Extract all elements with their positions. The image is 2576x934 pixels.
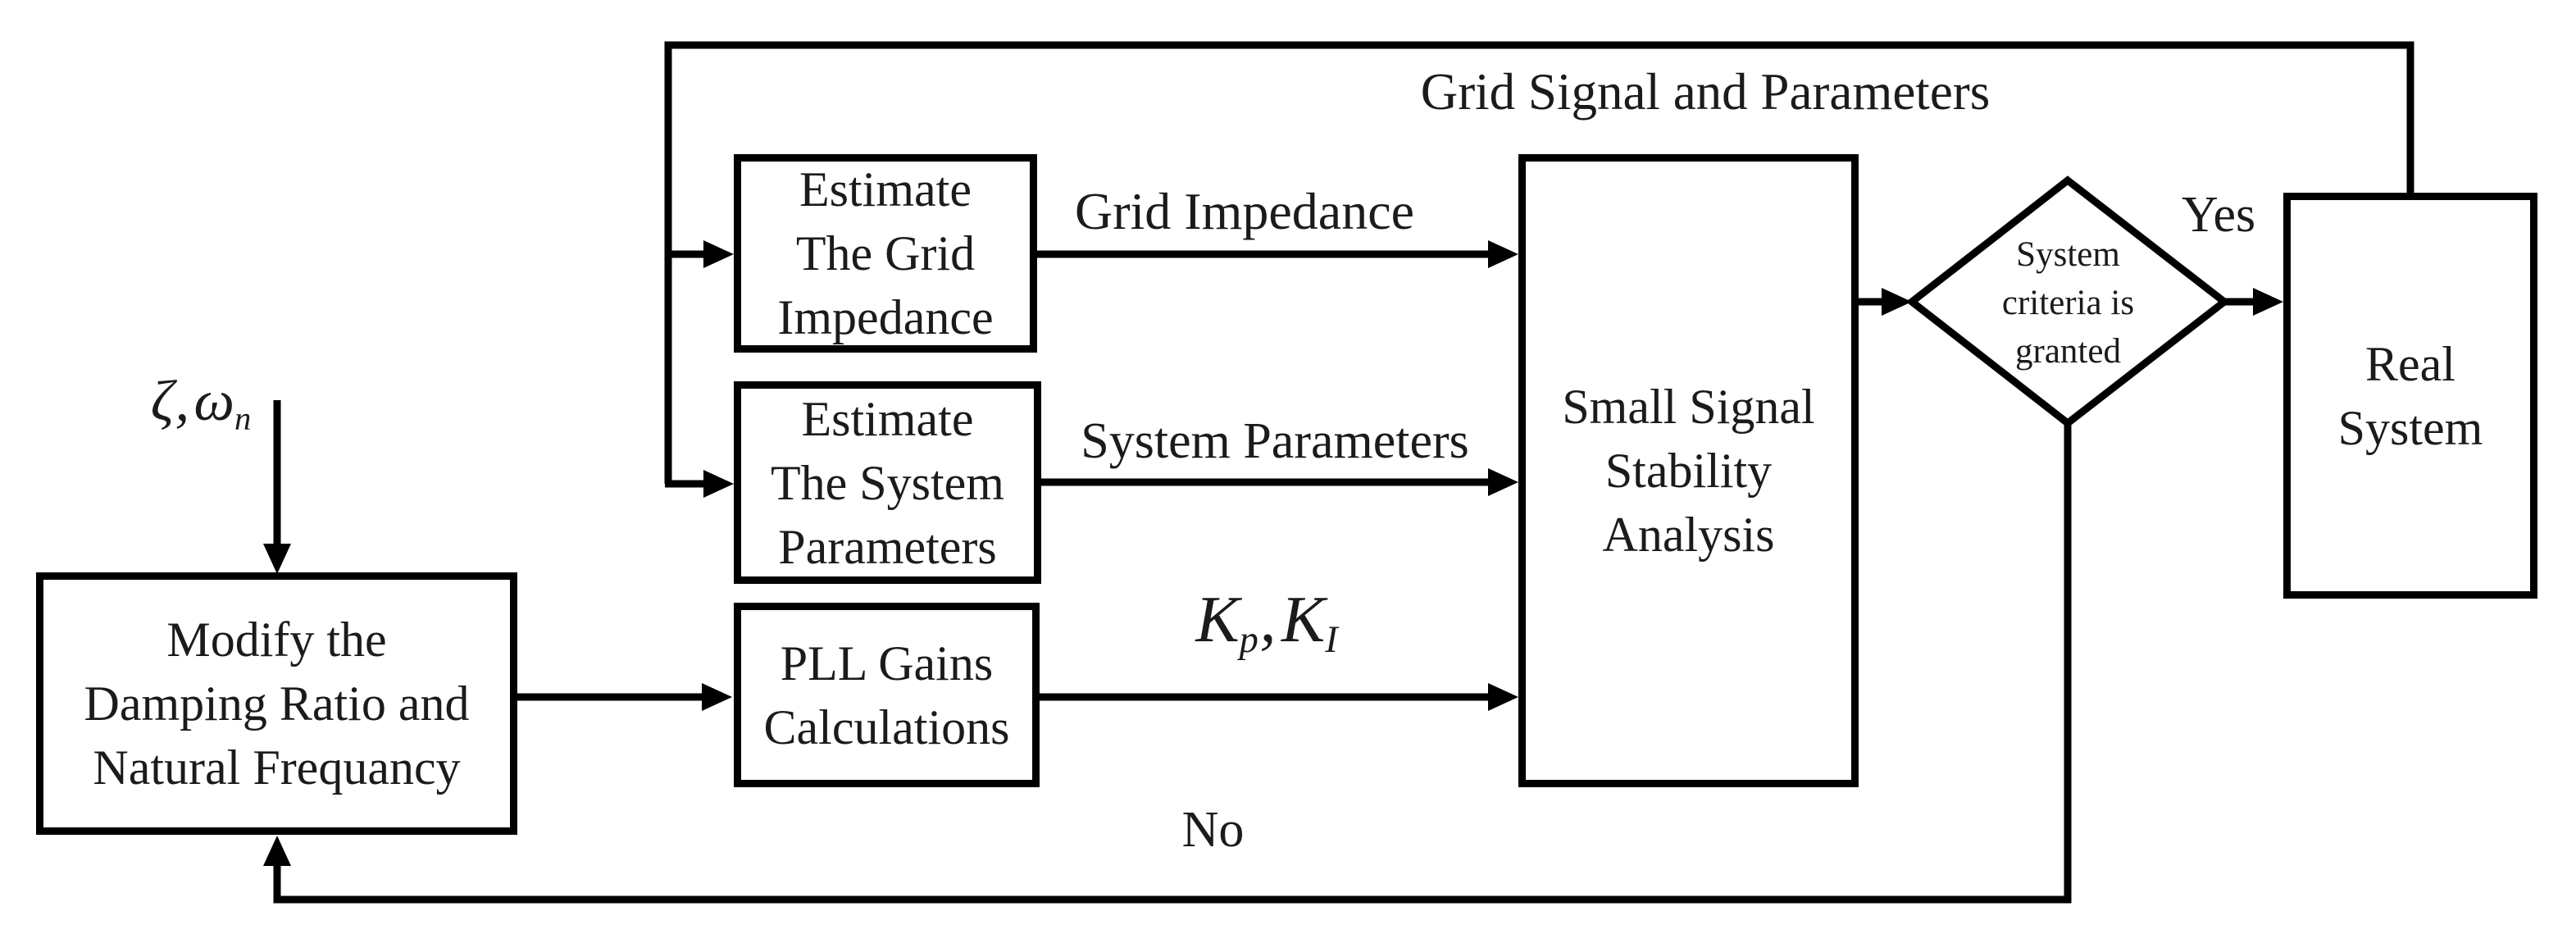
node-line: System [2337, 400, 2483, 455]
edge-grid-signal-feedback-line [664, 41, 2414, 484]
decision-diamond-shape [1905, 175, 2231, 428]
decision-line: System [2016, 235, 2120, 274]
node-line: Calculations [763, 699, 1010, 754]
grid-impedance-label: Grid Impedance [1074, 182, 1415, 240]
node-line: Modify the [166, 613, 387, 667]
node-line: Damping Ratio and [84, 677, 470, 731]
system-parameters-label: System Parameters [1081, 413, 1469, 469]
decision-line: criteria is [2001, 284, 2135, 322]
yes-label: Yes [2181, 187, 2256, 243]
edge-no-feedback-line [273, 421, 2072, 904]
omega-symbol: ω [193, 370, 234, 433]
decision-diamond-label: System criteria is granted [1949, 230, 2187, 376]
node-estimate-system-parameters: Estimate The System Parameters [734, 381, 1041, 584]
kp-subscript: p [1239, 618, 1258, 661]
node-line: Natural Frequancy [93, 740, 461, 795]
ki-base: K [1281, 584, 1326, 656]
node-modify-damping-ratio: Modify the Damping Ratio and Natural Fre… [36, 572, 517, 835]
decision-line: granted [2015, 332, 2121, 371]
arrowhead-into-estimate-grid-impedance [703, 240, 734, 268]
arrowhead-into-decision [1882, 288, 1912, 316]
no-label: No [1181, 802, 1245, 858]
formula-comma: , [1259, 584, 1277, 656]
node-line: The System [771, 455, 1004, 510]
node-estimate-grid-impedance: Estimate The Grid Impedance [734, 154, 1037, 353]
node-line: Analysis [1602, 508, 1775, 562]
formula-comma: , [175, 370, 189, 433]
ki-subscript: I [1325, 618, 1338, 661]
arrowhead-into-pll-gains [702, 683, 732, 711]
node-line: Real [2365, 336, 2455, 391]
arrowhead-no-into-modify [263, 836, 291, 866]
arrowhead-gains-into-ssa [1488, 683, 1518, 711]
node-line: The Grid [795, 226, 976, 280]
arrowhead-into-real-system [2253, 288, 2283, 316]
omega-subscript: n [234, 399, 252, 437]
kp-ki-formula-label: Kp,KI [1136, 581, 1398, 659]
node-line: Estimate [799, 162, 972, 216]
node-pll-gains-calculations: PLL Gains Calculations [734, 603, 1040, 787]
zeta-symbol: ζ [150, 370, 175, 433]
node-line: Stability [1604, 444, 1773, 498]
grid-signal-and-parameters-label: Grid Signal and Parameters [1420, 63, 1991, 121]
kp-base: K [1195, 584, 1240, 656]
node-small-signal-stability-analysis: Small Signal Stability Analysis [1518, 154, 1859, 787]
node-line: Estimate [801, 391, 974, 446]
arrowhead-input-into-modify [263, 544, 291, 574]
node-real-system: Real System [2283, 193, 2537, 599]
node-line: Parameters [778, 519, 997, 574]
node-line: PLL Gains [780, 636, 994, 690]
arrowhead-grid-impedance-into-ssa [1488, 240, 1518, 268]
arrowhead-system-parameters-into-ssa [1488, 468, 1518, 496]
node-line: Impedance [777, 290, 994, 344]
node-line: Small Signal [1562, 380, 1815, 434]
zeta-omega-input-label: ζ,ωn [107, 367, 295, 436]
arrowhead-into-estimate-system-parameters [703, 470, 734, 498]
